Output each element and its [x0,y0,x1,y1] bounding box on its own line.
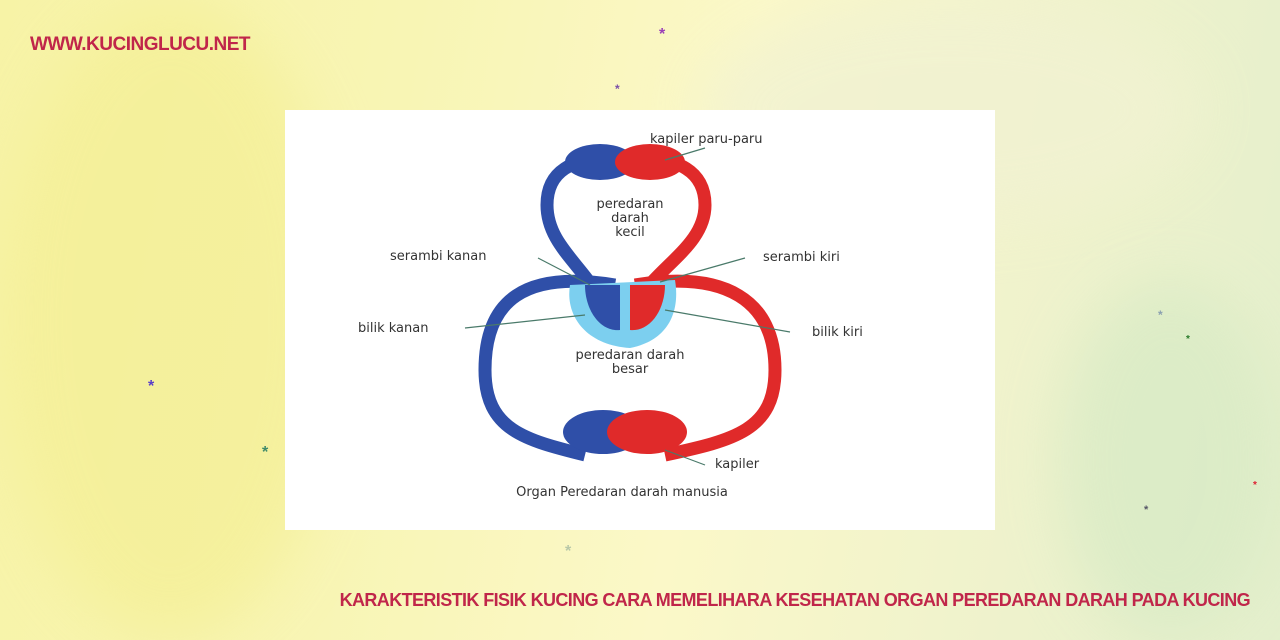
label-bilik-kiri: bilik kiri [812,325,863,340]
capillary-lung-red [615,144,685,180]
heart-right [585,285,620,331]
bg-blob [1060,280,1280,640]
site-logo[interactable]: WWW.KUCINGLUCU.NET [30,34,251,55]
label-peredaran-besar: besar [612,362,649,377]
star-decoration: * [148,378,155,395]
label-kapiler-paru: kapiler paru-paru [650,132,763,147]
label-peredaran-kecil: kecil [615,225,644,240]
label-kapiler: kapiler [715,457,760,472]
label-bilik-kanan: bilik kanan [358,321,428,336]
label-peredaran-kecil: darah [611,211,649,226]
star-decoration: * [615,82,620,96]
label-serambi-kiri: serambi kiri [763,250,840,265]
star-decoration: * [1253,480,1257,491]
diagram-caption: Organ Peredaran darah manusia [516,485,728,500]
vein-systemic [478,274,617,462]
star-decoration: * [262,444,269,461]
pointer-lines [464,147,791,466]
capillary-body-red [607,410,687,454]
star-decoration: * [1158,308,1163,322]
artery-systemic [633,274,782,462]
label-serambi-kanan: serambi kanan [390,249,486,264]
label-peredaran-besar: peredaran darah [576,348,685,363]
label-peredaran-kecil: peredaran [596,197,663,212]
star-decoration: * [659,26,666,43]
star-decoration: * [1186,334,1190,345]
article-title[interactable]: KARAKTERISTIK FISIK KUCING CARA MEMELIHA… [339,590,1251,610]
circulation-diagram: kapiler paru-paru peredaran darah kecil … [358,132,863,500]
star-decoration: * [1144,504,1149,516]
diagram-image: kapiler paru-paru peredaran darah kecil … [285,110,995,530]
bg-blob [0,0,340,640]
heart-left [630,285,665,331]
capillary-lung-blue [565,144,635,180]
star-decoration: * [565,543,572,560]
